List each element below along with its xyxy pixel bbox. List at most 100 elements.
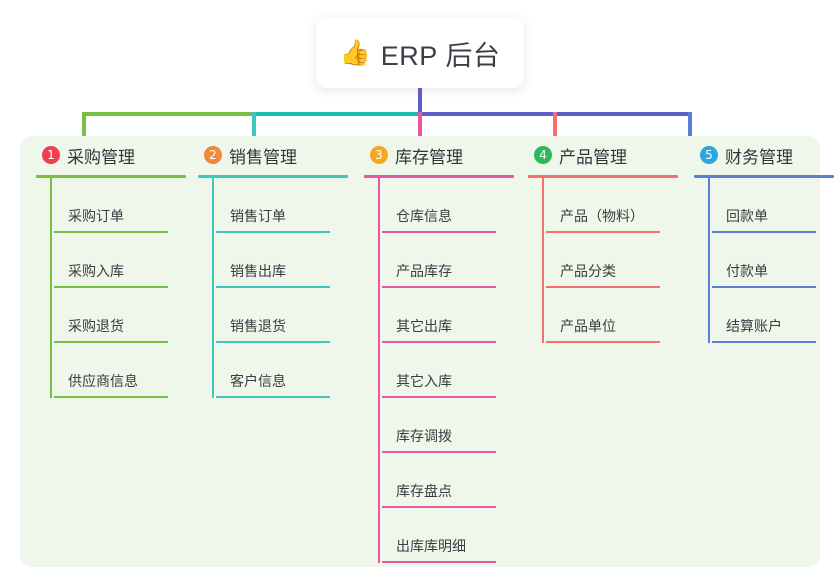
leaf-label: 采购入库 <box>68 263 124 279</box>
leaf-rule <box>382 506 496 508</box>
branch-stub-3 <box>418 112 422 144</box>
leaf-label: 出库库明细 <box>396 538 466 554</box>
branch-rule-2 <box>198 175 348 178</box>
modules-panel <box>20 136 820 567</box>
branch-label-4: 产品管理 <box>559 147 627 167</box>
list-item[interactable]: 采购退货 <box>54 288 186 343</box>
branch-column-2: 2 销售管理 销售订单 销售出库 销售退货 客户信息 <box>198 142 348 398</box>
leaf-rule <box>54 396 168 398</box>
list-item[interactable]: 库存调拨 <box>382 398 514 453</box>
branch-badge-2: 2 <box>204 146 222 164</box>
leaf-rule <box>216 286 330 288</box>
branch-spine-1 <box>50 178 52 398</box>
list-item[interactable]: 付款单 <box>712 233 834 288</box>
leaf-label: 产品分类 <box>560 263 616 279</box>
list-item[interactable]: 其它出库 <box>382 288 514 343</box>
leaf-label: 销售订单 <box>230 208 286 224</box>
leaf-rule <box>712 286 816 288</box>
leaf-rule <box>54 341 168 343</box>
branch-header-2[interactable]: 2 销售管理 <box>198 142 348 168</box>
list-item[interactable]: 其它入库 <box>382 343 514 398</box>
list-item[interactable]: 回款单 <box>712 178 834 233</box>
list-item[interactable]: 供应商信息 <box>54 343 186 398</box>
leaf-rule <box>712 341 816 343</box>
branch-column-5: 5 财务管理 回款单 付款单 结算账户 <box>694 142 834 343</box>
list-item[interactable]: 销售订单 <box>216 178 348 233</box>
list-item[interactable]: 库存盘点 <box>382 453 514 508</box>
branch-header-3[interactable]: 3 库存管理 <box>364 142 514 168</box>
branch-column-1: 1 采购管理 采购订单 采购入库 采购退货 供应商信息 <box>36 142 186 398</box>
leaf-label: 付款单 <box>726 263 768 279</box>
leaf-rule <box>382 561 496 563</box>
branch-items-2: 销售订单 销售出库 销售退货 客户信息 <box>198 178 348 398</box>
leaf-label: 库存盘点 <box>396 483 452 499</box>
branch-items-5: 回款单 付款单 结算账户 <box>694 178 834 343</box>
branch-rule-5 <box>694 175 834 178</box>
list-item[interactable]: 销售出库 <box>216 233 348 288</box>
leaf-label: 其它入库 <box>396 373 452 389</box>
thumbs-up-icon: 👍 <box>339 38 371 67</box>
branch-stub-4 <box>553 112 557 144</box>
leaf-label: 产品（物料） <box>560 208 644 224</box>
list-item[interactable]: 客户信息 <box>216 343 348 398</box>
leaf-rule <box>54 286 168 288</box>
branch-items-4: 产品（物料） 产品分类 产品单位 <box>528 178 678 343</box>
branch-rule-1 <box>36 175 186 178</box>
branch-label-5: 财务管理 <box>725 147 793 167</box>
leaf-rule <box>382 286 496 288</box>
list-item[interactable]: 产品分类 <box>546 233 678 288</box>
leaf-label: 产品库存 <box>396 263 452 279</box>
list-item[interactable]: 产品库存 <box>382 233 514 288</box>
leaf-label: 销售退货 <box>230 318 286 334</box>
list-item[interactable]: 产品单位 <box>546 288 678 343</box>
branch-spine-4 <box>542 178 544 343</box>
branch-header-1[interactable]: 1 采购管理 <box>36 142 186 168</box>
leaf-rule <box>382 396 496 398</box>
list-item[interactable]: 采购订单 <box>54 178 186 233</box>
leaf-rule <box>546 286 660 288</box>
branch-badge-5: 5 <box>700 146 718 164</box>
leaf-label: 采购退货 <box>68 318 124 334</box>
branch-column-4: 4 产品管理 产品（物料） 产品分类 产品单位 <box>528 142 678 343</box>
branch-rule-3 <box>364 175 514 178</box>
branch-stub-1 <box>82 112 86 144</box>
branch-stub-5 <box>688 112 692 144</box>
leaf-label: 结算账户 <box>726 318 782 334</box>
branch-spine-3 <box>378 178 380 563</box>
branch-header-4[interactable]: 4 产品管理 <box>528 142 678 168</box>
branch-badge-3: 3 <box>370 146 388 164</box>
branch-header-5[interactable]: 5 财务管理 <box>694 142 834 168</box>
branch-stub-2 <box>252 112 256 144</box>
trunk-connector <box>418 88 422 114</box>
list-item[interactable]: 仓库信息 <box>382 178 514 233</box>
list-item[interactable]: 出库库明细 <box>382 508 514 563</box>
list-item[interactable]: 结算账户 <box>712 288 834 343</box>
leaf-rule <box>546 341 660 343</box>
leaf-rule <box>382 451 496 453</box>
leaf-rule <box>54 231 168 233</box>
branch-label-1: 采购管理 <box>67 147 135 167</box>
list-item[interactable]: 销售退货 <box>216 288 348 343</box>
branch-items-3: 仓库信息 产品库存 其它出库 其它入库 库存调拨 库存盘点 <box>364 178 514 563</box>
branch-spine-5 <box>708 178 710 343</box>
root-node[interactable]: 👍 ERP 后台 <box>316 18 524 88</box>
leaf-label: 其它出库 <box>396 318 452 334</box>
leaf-label: 供应商信息 <box>68 373 138 389</box>
list-item[interactable]: 采购入库 <box>54 233 186 288</box>
branch-label-3: 库存管理 <box>395 147 463 167</box>
branch-spine-2 <box>212 178 214 398</box>
leaf-rule <box>216 341 330 343</box>
bus-segment-left <box>82 112 254 116</box>
leaf-label: 销售出库 <box>230 263 286 279</box>
leaf-rule <box>546 231 660 233</box>
leaf-label: 产品单位 <box>560 318 616 334</box>
leaf-label: 仓库信息 <box>396 208 452 224</box>
leaf-label: 回款单 <box>726 208 768 224</box>
root-title: ERP 后台 <box>380 40 501 71</box>
branch-badge-4: 4 <box>534 146 552 164</box>
branch-label-2: 销售管理 <box>229 147 297 167</box>
leaf-label: 采购订单 <box>68 208 124 224</box>
bus-segment-middle <box>252 112 420 116</box>
list-item[interactable]: 产品（物料） <box>546 178 678 233</box>
